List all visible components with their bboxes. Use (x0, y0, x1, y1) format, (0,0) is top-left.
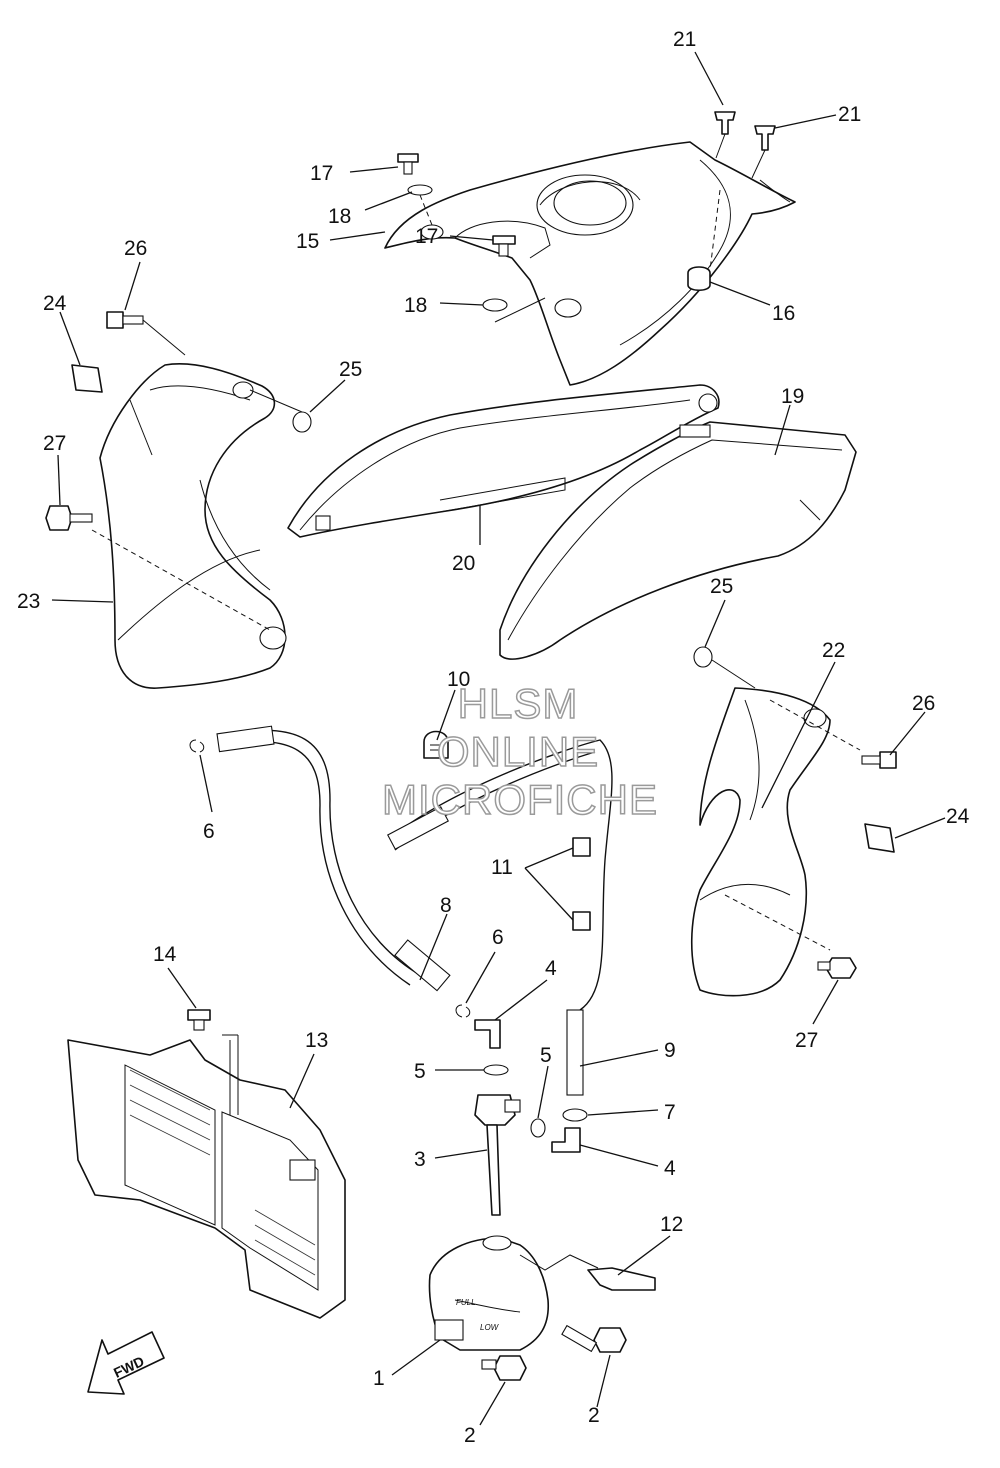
part-25-grommet-right[interactable] (693, 646, 756, 689)
callout-21[interactable]: 21 (673, 28, 696, 51)
part-27-bolt-left[interactable] (45, 505, 93, 531)
callout-13[interactable]: 13 (305, 1029, 328, 1052)
part-1-coolant-reservoir[interactable]: FULL LOW (428, 1235, 599, 1351)
callout-27[interactable]: 27 (795, 1029, 818, 1052)
callout-26[interactable]: 26 (912, 692, 935, 715)
part-2-bolt-a[interactable] (561, 1324, 627, 1353)
callout-19[interactable]: 19 (781, 385, 804, 408)
part-21-clip-b[interactable] (751, 125, 776, 179)
callout-4[interactable]: 4 (664, 1157, 676, 1180)
callout-25[interactable]: 25 (339, 358, 362, 381)
part-20-side-cover[interactable] (287, 384, 720, 538)
part-5-clip-a[interactable] (483, 1064, 509, 1076)
callout-9[interactable]: 9 (664, 1039, 676, 1062)
part-21-clip-a[interactable] (714, 111, 736, 159)
callout-14[interactable]: 14 (153, 943, 177, 966)
tank-full-mark: FULL (456, 1298, 476, 1307)
part-18-washer-b[interactable] (482, 297, 546, 323)
part-8-hose[interactable] (216, 725, 451, 992)
callout-24[interactable]: 24 (946, 805, 970, 828)
callout-20[interactable]: 20 (452, 552, 475, 575)
part-12-bracket[interactable] (587, 1267, 656, 1291)
callout-2[interactable]: 2 (588, 1404, 600, 1427)
part-26-bolt-right[interactable] (861, 751, 897, 769)
part-3-filler-cap[interactable] (474, 1094, 521, 1216)
part-2-bolt-b[interactable] (481, 1355, 527, 1381)
part-6-clip-b[interactable] (455, 1004, 471, 1018)
callout-18[interactable]: 18 (404, 294, 427, 317)
callout-3[interactable]: 3 (414, 1148, 426, 1171)
callout-16[interactable]: 16 (772, 302, 795, 325)
part-11-clamp-a[interactable] (572, 837, 591, 857)
callout-22[interactable]: 22 (822, 639, 845, 662)
callout-23[interactable]: 23 (17, 590, 40, 613)
callout-12[interactable]: 12 (660, 1213, 683, 1236)
callout-11[interactable]: 11 (491, 856, 513, 879)
callout-24[interactable]: 24 (43, 292, 67, 315)
part-7-clip[interactable] (562, 1108, 588, 1122)
part-15-tank-cover[interactable] (384, 141, 796, 386)
callout-8[interactable]: 8 (440, 894, 452, 917)
part-24-nut-right[interactable] (864, 823, 895, 853)
callout-26[interactable]: 26 (124, 237, 147, 260)
callout-2[interactable]: 2 (464, 1424, 476, 1447)
part-9-hose[interactable] (387, 739, 613, 1096)
callout-17[interactable]: 17 (415, 225, 438, 248)
callout-6[interactable]: 6 (492, 926, 504, 949)
part-17-screw-b[interactable] (492, 235, 516, 257)
leader-lines (51, 51, 946, 1426)
watermark-line-3: MICROFICHE (381, 775, 658, 824)
fwd-arrow-icon: FWD (87, 1331, 165, 1395)
callout-15[interactable]: 15 (296, 230, 319, 253)
part-10-hose-clamp[interactable] (423, 730, 449, 759)
part-25-grommet-left[interactable] (249, 389, 312, 433)
tank-low-mark: LOW (480, 1323, 500, 1332)
part-22-radiator-cover-right[interactable] (690, 687, 861, 997)
part-17-screw-a[interactable] (397, 153, 419, 175)
part-18-washer-a[interactable] (407, 184, 433, 226)
callout-10[interactable]: 10 (447, 668, 470, 691)
part-23-radiator-cover-left[interactable] (91, 363, 287, 689)
callout-21[interactable]: 21 (838, 103, 861, 126)
callout-6[interactable]: 6 (203, 820, 215, 843)
callout-27[interactable]: 27 (43, 432, 66, 455)
watermark-line-1: HLSM (457, 679, 579, 728)
part-24-nut-left[interactable] (71, 364, 103, 393)
part-13-radiator-guard[interactable] (67, 1034, 346, 1319)
callout-numbers: 1223445566789101112131415161717181819202… (17, 28, 970, 1447)
part-11-clamp-b[interactable] (572, 911, 591, 931)
part-16-grommet[interactable] (687, 266, 711, 292)
part-4-elbow-a[interactable] (474, 1019, 501, 1049)
part-4-elbow-b[interactable] (551, 1127, 581, 1153)
callout-17[interactable]: 17 (310, 162, 333, 185)
part-5-clip-b[interactable] (530, 1118, 546, 1138)
part-27-bolt-right[interactable] (817, 957, 857, 979)
callout-7[interactable]: 7 (664, 1101, 676, 1124)
part-19-shroud[interactable] (499, 421, 857, 660)
part-26-bolt-left[interactable] (106, 311, 186, 356)
callout-5[interactable]: 5 (414, 1060, 426, 1083)
part-14-fastener[interactable] (187, 1009, 211, 1031)
callout-1[interactable]: 1 (373, 1367, 385, 1390)
callout-5[interactable]: 5 (540, 1044, 552, 1067)
callout-25[interactable]: 25 (710, 575, 733, 598)
callout-4[interactable]: 4 (545, 957, 557, 980)
part-6-clip-a[interactable] (189, 739, 205, 753)
watermark-line-2: ONLINE (436, 727, 600, 776)
callout-18[interactable]: 18 (328, 205, 351, 228)
